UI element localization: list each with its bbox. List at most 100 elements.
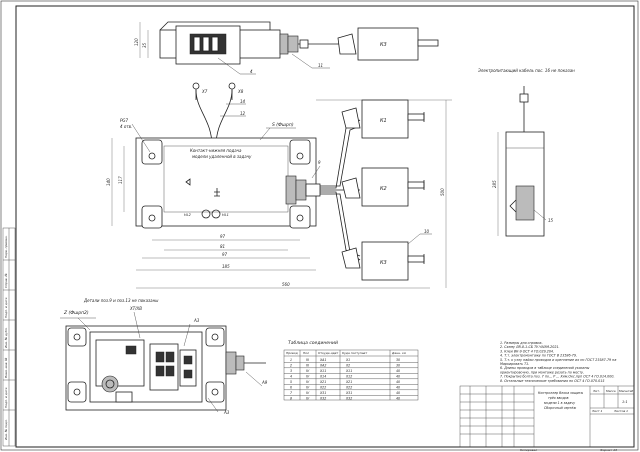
stamp-7: Инв. № подл. (4, 419, 8, 440)
stamp-5: Взам. инв. № (4, 358, 8, 378)
table-cell: X22 (319, 386, 326, 390)
th-3: Куда поступает (342, 351, 367, 355)
table-cell: 30 (396, 364, 400, 368)
dim-97b: 97 (222, 252, 228, 257)
lbl-k3: К3 (380, 260, 387, 266)
notes: 1. Размеры для справок.2. Схему ЛВ-8-1-С… (500, 341, 616, 383)
leader-11: 11 (318, 63, 323, 68)
lbl-z: Z (Фшрп2) (63, 310, 89, 316)
note-line: 1. Размеры для справок. (500, 341, 543, 345)
note-right: Электропитающий кабель пос. 16 не показа… (477, 68, 575, 73)
lbl-k1: К1 (380, 118, 387, 124)
table-cell: 40 (396, 391, 400, 395)
lbl-pg7-count: 4 отв. (120, 124, 132, 129)
tb-mass: Масса (606, 389, 616, 393)
title-block: Лит. Масса Масштаб 1:1 Лист 1 Листов 1 К… (459, 385, 635, 452)
th-0: Провод (286, 351, 298, 355)
connection-table: Таблица соединений Провод Пол Откуда иде… (283, 340, 419, 401)
dim-285: 285 (492, 180, 497, 188)
table-cell: 40 (396, 386, 400, 390)
tb-lit: Лит. (592, 389, 600, 393)
note-line: 5. Т.т. к узлу пайки проводов и креплени… (500, 358, 616, 362)
dim-117: 117 (118, 176, 123, 184)
lbl-s: S (Фшрп) (272, 122, 294, 128)
top-view: К3 120 35 4 11 (134, 21, 439, 75)
tb-sheet: Лист 1 (591, 409, 603, 413)
table-cell: IV (306, 386, 310, 390)
table-cell: X14 (319, 375, 326, 379)
lbl-15: 15 (548, 218, 554, 223)
tb-name-3: модели 1 в задачу (544, 401, 575, 405)
table-cell: 3 (290, 369, 292, 373)
table-cell: 40 (396, 380, 400, 384)
table-cell: IV (306, 375, 310, 379)
th-4: Данн. см (391, 351, 407, 355)
table-cell: IV (306, 380, 310, 384)
note-line: Маркировать Т1. (500, 362, 529, 366)
relay-k3: К3 10 (341, 229, 432, 281)
dim-97a: 97 (220, 234, 226, 239)
table-cell: X1 (345, 358, 350, 362)
lbl-a3-top: А3 (193, 318, 200, 323)
table-cell: IV (306, 397, 310, 401)
table-cell: 40 (396, 397, 400, 401)
relay-k1: К1 (341, 99, 425, 139)
note-line: ориентировочно, при монтаже резать по ме… (500, 370, 584, 374)
table-cell: XA1 (319, 358, 326, 362)
stamp-3: Подп. и дата (4, 297, 8, 318)
table-cell: X22 (345, 386, 352, 390)
lbl-pg7: PG7 (120, 118, 129, 123)
dim-560: 560 (282, 282, 290, 287)
lbl-10: 10 (424, 229, 430, 234)
leader-4: 4 (250, 69, 253, 74)
lbl-12: 12 (240, 111, 246, 116)
side-view: 15 (505, 86, 554, 237)
tb-copied: Копировал (520, 448, 537, 452)
lbl-hl2: HL2 (184, 213, 192, 217)
stamp-6: Подп. и дата (4, 387, 8, 408)
bottom-view: А9 Z (Фшрп2) ХТ/ХВ А3 А3 (60, 306, 268, 415)
cable-lugs: Х7 Х8 14 12 (192, 82, 246, 147)
table-cell: 8 (290, 397, 292, 401)
inner-frame (15, 5, 635, 448)
note-line: 6. Длины проводов в таблице соединений у… (500, 366, 590, 370)
table-cell: X31 (345, 391, 352, 395)
table-cell: 6 (290, 386, 292, 390)
dimensions: 140 117 97 81 97 185 560 500 285 (106, 99, 499, 289)
stamp-1: Перв. примен. (4, 235, 8, 258)
lbl-k2: К2 (380, 186, 387, 192)
table-cell: 30 (396, 358, 400, 362)
th-2: Откуда идет (318, 351, 338, 355)
stamp-4: Инв. № дубл. (4, 327, 8, 348)
lbl-a3-bottom: А3 (223, 410, 230, 415)
lbl-x7: Х7 (201, 89, 208, 94)
th-1: Пол (303, 351, 309, 355)
table-cell: X32 (319, 397, 326, 401)
lbl-x8: Х8 (237, 89, 244, 94)
note-line: 4. Т.т. электромонтажу по ГОСТ В 23586-7… (500, 354, 577, 358)
dim-35: 35 (142, 42, 147, 48)
lbl-xt: ХТ/ХВ (129, 306, 142, 311)
table-cell: 40 (396, 369, 400, 373)
lbl-hl1: HL1 (222, 213, 229, 217)
tb-name-4: Сборочный чертёж (544, 406, 576, 410)
lbl-14: 14 (240, 99, 246, 104)
main-view: Контакт-нижняя подача модели удаленной в… (120, 118, 321, 229)
table-cell: 40 (396, 375, 400, 379)
lbl-a9: А9 (261, 380, 268, 385)
stamp-2: Справ. № (4, 273, 8, 288)
top-k3-label: К3 (380, 42, 387, 48)
table-cell: X2 (345, 364, 350, 368)
lbl-9: 9 (318, 160, 321, 165)
note-line: 8. Остальные технические требования по О… (500, 379, 604, 383)
dim-500: 500 (440, 188, 445, 196)
table-cell: III (306, 358, 309, 362)
table-cell: 1 (290, 358, 292, 362)
inscription-2: модели удаленной в задачу (192, 154, 252, 159)
table-cell: III (306, 364, 309, 368)
table-cell: IV (306, 391, 310, 395)
table-cell: 7 (290, 391, 292, 395)
